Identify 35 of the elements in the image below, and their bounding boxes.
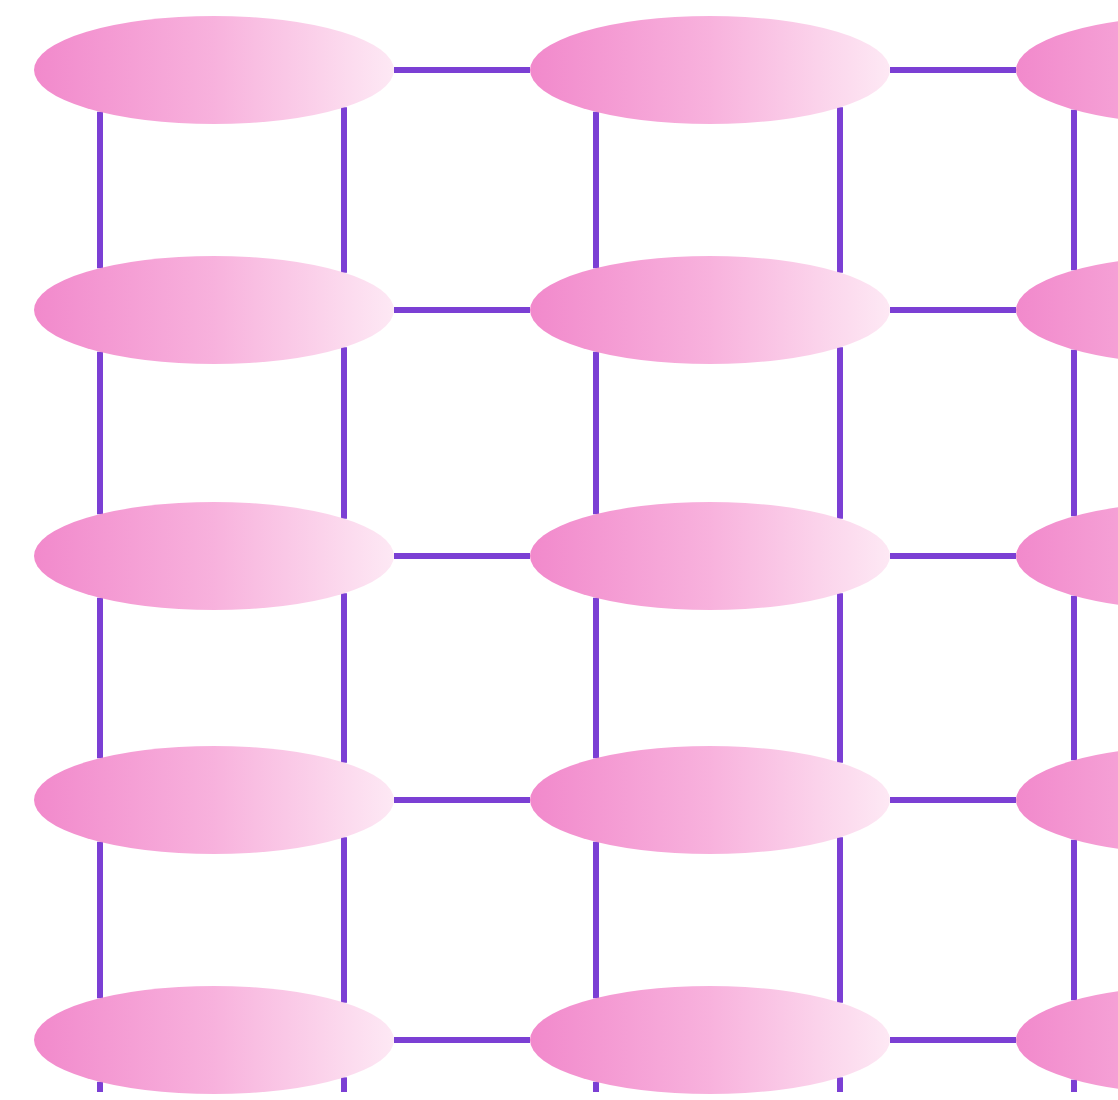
connector-line bbox=[341, 593, 347, 763]
connector-line bbox=[593, 841, 599, 999]
connector-line bbox=[890, 307, 1016, 313]
connector-line bbox=[890, 553, 1016, 559]
connector-line bbox=[837, 593, 843, 763]
connector-line bbox=[890, 797, 1016, 803]
connector-line bbox=[394, 553, 530, 559]
connector-line bbox=[890, 67, 1016, 73]
connector-line bbox=[341, 107, 347, 273]
connector-line bbox=[890, 1037, 1016, 1043]
connector-line bbox=[1071, 109, 1077, 271]
connector-line bbox=[97, 351, 103, 515]
connector-line bbox=[394, 67, 530, 73]
connector-line bbox=[97, 841, 103, 999]
connector-line bbox=[341, 347, 347, 519]
connector-line bbox=[97, 1081, 103, 1092]
connector-line bbox=[837, 837, 843, 1003]
connector-line bbox=[1071, 349, 1077, 517]
connector-line bbox=[593, 1081, 599, 1092]
connector-line bbox=[97, 111, 103, 269]
connector-line bbox=[394, 1037, 530, 1043]
connector-line bbox=[593, 351, 599, 515]
connector-line bbox=[1071, 595, 1077, 761]
connector-line bbox=[593, 597, 599, 759]
connector-line bbox=[837, 1077, 843, 1092]
connector-line bbox=[341, 837, 347, 1003]
connector-line bbox=[837, 107, 843, 273]
connector-line bbox=[97, 597, 103, 759]
connector-line bbox=[1071, 1079, 1077, 1092]
connector-line bbox=[394, 797, 530, 803]
connector-line bbox=[1071, 839, 1077, 1001]
connector-line bbox=[837, 347, 843, 519]
connector-line bbox=[394, 307, 530, 313]
connector-line bbox=[593, 111, 599, 269]
connector-line bbox=[341, 1077, 347, 1092]
